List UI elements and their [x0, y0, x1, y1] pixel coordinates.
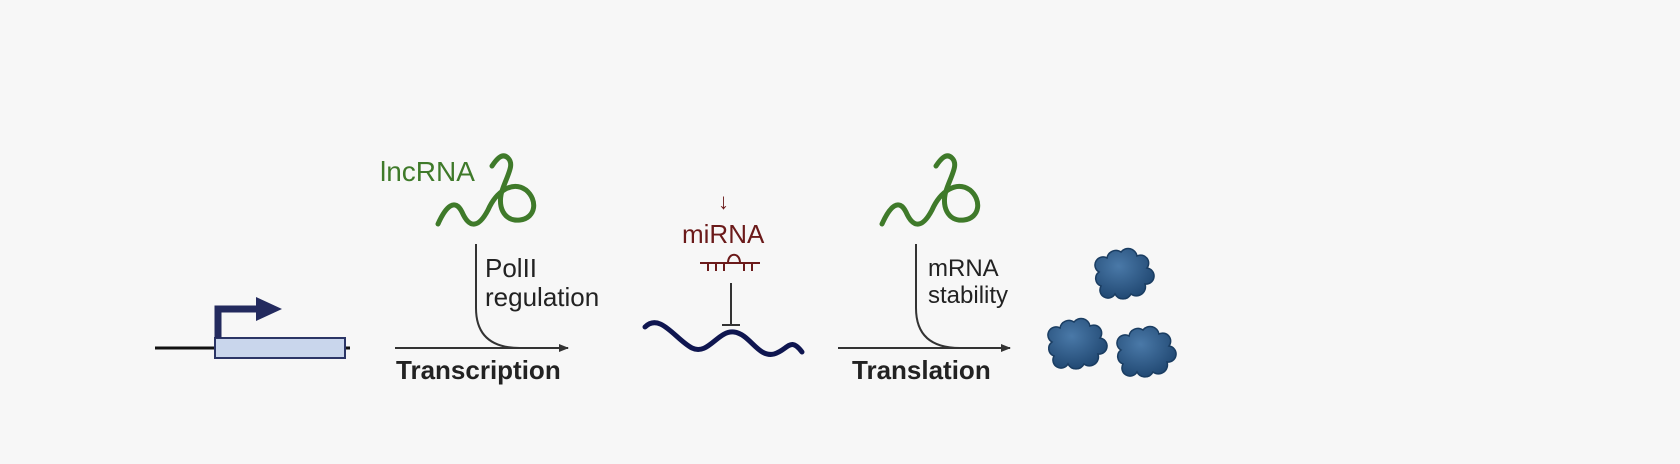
gene-box	[214, 337, 346, 359]
mrna-wave-icon	[642, 320, 805, 357]
mirna-down-arrow: ↓	[718, 189, 729, 214]
polii-regulation-label: PolII regulation	[485, 253, 600, 313]
mirna-label: miRNA	[682, 219, 765, 249]
protein-icon-2	[1047, 317, 1108, 370]
mrna-label-line1: mRNA	[928, 255, 999, 282]
polii-label-line1: PolII	[485, 253, 538, 283]
mirna-structure-icon	[700, 253, 760, 271]
polii-label-line2: regulation	[485, 282, 600, 313]
promoter-arrow-head	[256, 297, 282, 321]
lncrna-label: lncRNA	[380, 156, 475, 187]
translation-label: Translation	[852, 355, 991, 385]
mrna-label-line2: stability	[928, 281, 1009, 309]
protein-icon-3	[1116, 325, 1177, 378]
lncrna-squiggle-icon	[435, 153, 537, 227]
mrna-stability-label: mRNA stability	[928, 255, 1009, 310]
transcription-label: Transcription	[396, 355, 561, 385]
protein-icon	[1094, 247, 1155, 300]
promoter-arrow-icon	[214, 305, 258, 338]
lncrna-squiggle-icon-2	[879, 153, 981, 227]
